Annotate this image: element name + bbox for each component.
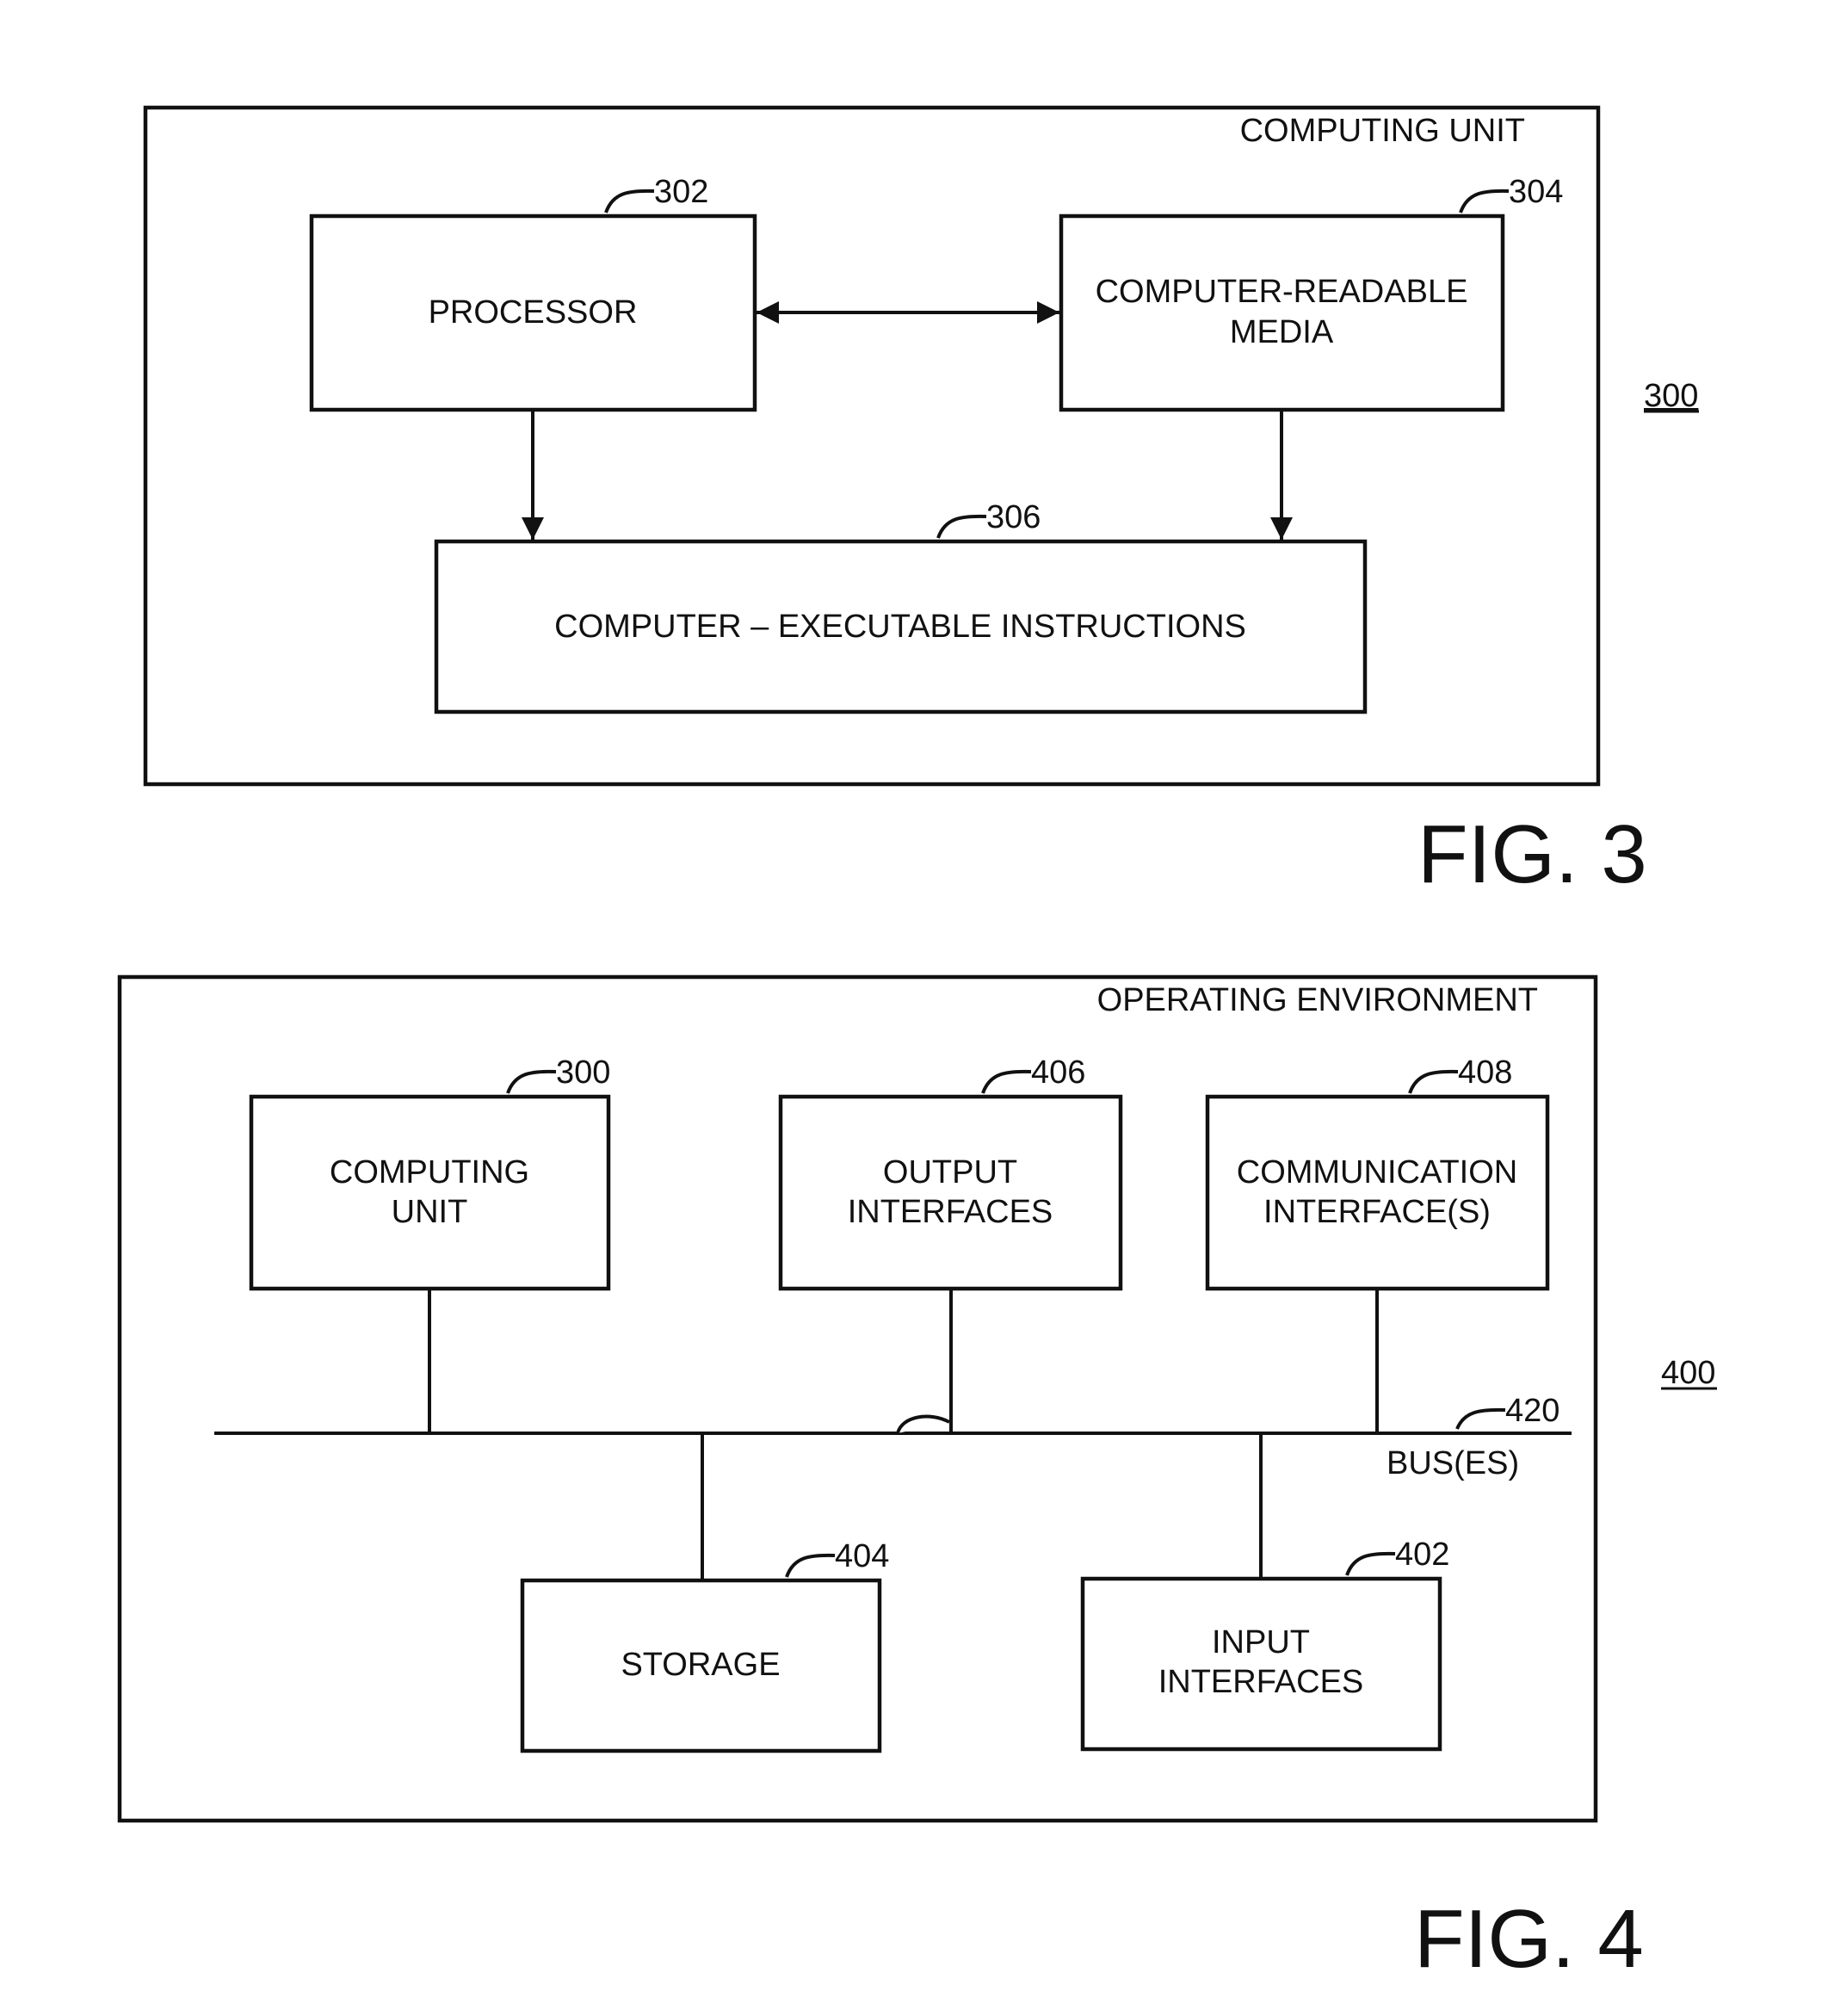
computing-unit-title: COMPUTING UNIT [1240,113,1525,149]
ref-408: 408 [1458,1054,1512,1091]
input-interfaces-label-line1: INPUT [1212,1624,1310,1660]
ref-306: 306 [986,499,1041,535]
fig3-diagram: COMPUTING UNIT PROCESSOR 302 COMPUTER-RE… [145,108,1699,900]
operating-environment-title: OPERATING ENVIRONMENT [1097,982,1538,1018]
ref-302: 302 [654,174,708,210]
fig4-ref-400: 400 [1661,1355,1715,1391]
communication-interfaces-box [1207,1097,1547,1289]
computer-readable-media-box [1061,216,1503,410]
fig3-label: FIG. 3 [1417,808,1647,900]
ref-304: 304 [1509,174,1563,210]
ref-404: 404 [835,1538,889,1574]
output-interfaces-label-line1: OUTPUT [883,1154,1017,1190]
bus-label: BUS(ES) [1387,1445,1519,1481]
ref-300: 300 [556,1054,610,1091]
output-interfaces-label-line2: INTERFACES [848,1194,1053,1230]
computing-unit-label-line2: UNIT [392,1194,468,1230]
output-interfaces-box [781,1097,1121,1289]
ref-406: 406 [1031,1054,1085,1091]
fig4-label: FIG. 4 [1414,1893,1644,1985]
fig4-diagram: OPERATING ENVIRONMENT BUS(ES) 420 COMPUT… [120,977,1717,1985]
ref-420: 420 [1505,1393,1560,1429]
media-label-line1: COMPUTER-READABLE [1096,274,1468,310]
computing-unit-box [251,1097,608,1289]
fig3-ref-300: 300 [1644,378,1698,414]
communication-label-line2: INTERFACE(S) [1263,1194,1491,1230]
ref-402: 402 [1395,1537,1449,1573]
computing-unit-label-line1: COMPUTING [330,1154,529,1190]
communication-label-line1: COMMUNICATION [1237,1154,1518,1190]
input-interfaces-label-line2: INTERFACES [1158,1664,1364,1700]
processor-label: PROCESSOR [429,294,638,331]
instructions-label: COMPUTER – EXECUTABLE INSTRUCTIONS [554,609,1246,645]
media-label-line2: MEDIA [1230,314,1334,350]
storage-label: STORAGE [621,1647,780,1683]
